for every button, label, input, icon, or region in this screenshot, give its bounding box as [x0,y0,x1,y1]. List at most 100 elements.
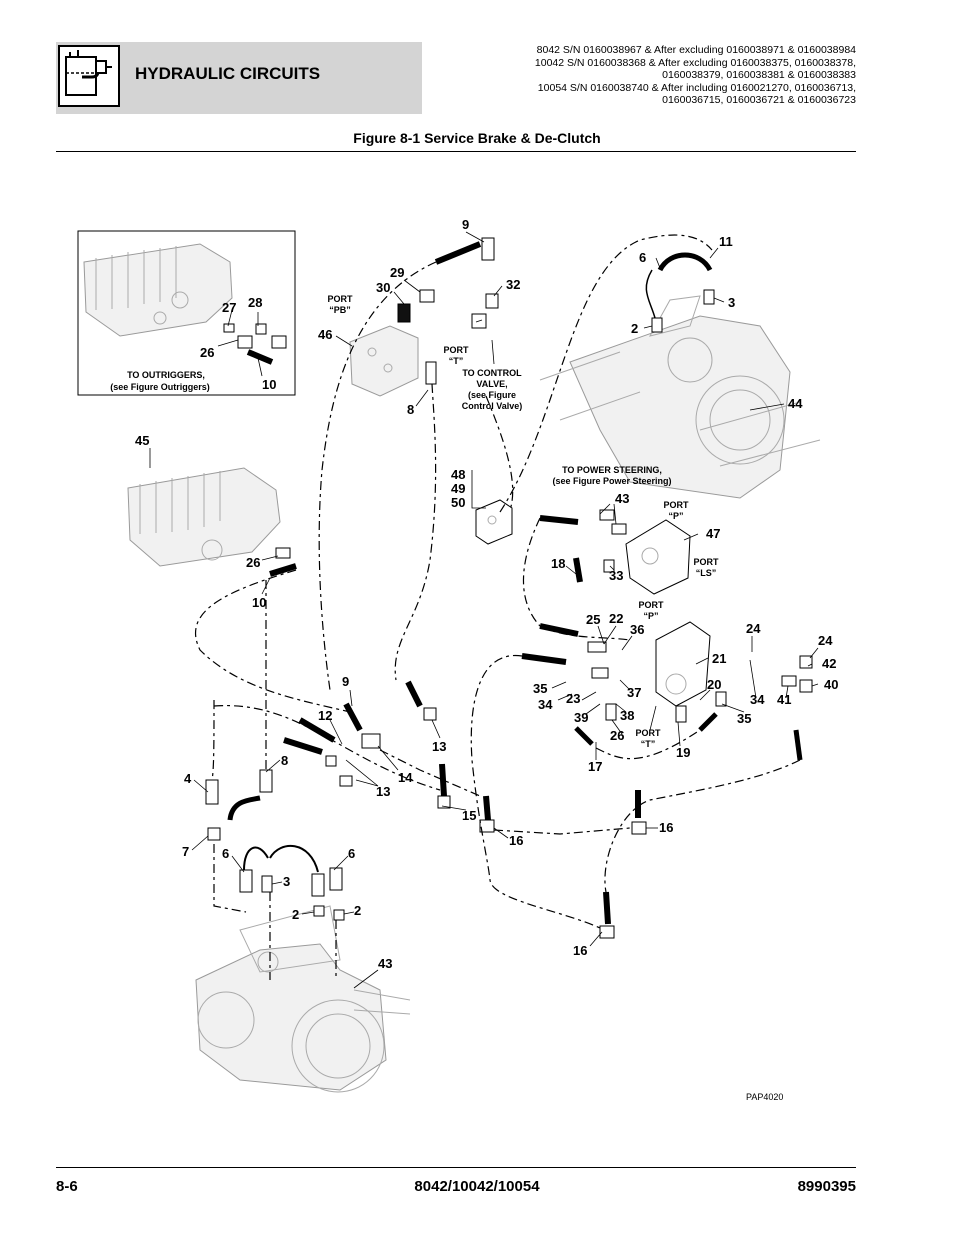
fitting-8-top [425,361,437,385]
callout-label: 6 [222,846,229,861]
hose-6-right [269,844,319,873]
port-label: “P” [668,511,683,521]
fitting-2-bottom-a [313,905,325,917]
fitting-40 [799,679,813,693]
callout-label: 43 [615,491,629,506]
callout-label: 15 [462,808,476,823]
callout-label: 8 [281,753,288,768]
callout-label: 9 [342,674,349,689]
callout-label: 2 [354,903,361,918]
document-number: 8990395 [797,1178,856,1195]
callout-label: 46 [318,327,332,342]
callout-label: 29 [390,265,404,280]
hose-6-top [645,269,656,319]
hose-18 [573,557,583,583]
callout-label: 14 [398,770,413,785]
serial-line: 0160036715, 0160036721 & 0160036723 [662,94,856,106]
callout-label: 42 [822,656,836,671]
callout-label: 10 [252,595,266,610]
rear-axle-43-drawing [195,905,411,1093]
hose-16-center [483,795,491,821]
callout-numbers: 9 11 6 29 30 32 3 2 46 8 44 27 28 26 10 … [135,217,838,971]
note-line: (see Figure Power Steering) [552,476,671,486]
callout-label: 19 [676,745,690,760]
callout-label: 13 [376,784,390,799]
fitting-35-right [715,691,727,707]
callout-label: 47 [706,526,720,541]
port-label: PORT [443,345,469,355]
callout-label: 26 [610,728,624,743]
callout-label: 41 [777,692,791,707]
callout-label: 34 [750,692,765,707]
hose-12-a [298,717,336,743]
manifold-block-drawing [475,499,513,545]
port-label: PORT [663,500,689,510]
callout-label: 9 [462,217,469,232]
serial-line: 10042 S/N 0160038368 & After excluding 0… [534,56,856,69]
port-label: PORT [693,557,719,567]
callout-label: 16 [509,833,523,848]
fitting-6-left [239,869,253,893]
callout-label: 17 [588,759,602,774]
callout-label: 36 [630,622,644,637]
callout-label: 25 [586,612,600,627]
serial-line: 10054 S/N 0160038740 & After including 0… [537,81,856,94]
note-line: VALVE, [476,379,507,389]
hose-17 [574,726,594,746]
callout-label: 21 [712,651,726,666]
callout-label: 26 [200,345,214,360]
callout-leader-lines [149,231,819,989]
callout-label: 48 [451,467,465,482]
port-label: “T” [449,356,464,366]
charge-valve-21-drawing [587,621,711,723]
callout-label: 44 [788,396,803,411]
callout-label: 3 [728,295,735,310]
callout-label: 6 [639,250,646,265]
callout-label: 35 [737,711,751,726]
fitting-6-right [311,873,325,897]
callout-label: 10 [262,377,276,392]
inset-outriggers-note: TO OUTRIGGERS, (see Figure Outriggers) [110,370,210,392]
callout-label: 30 [376,280,390,295]
hose-9-top [434,241,482,265]
callout-label: 50 [451,495,465,510]
inset-control-valve-drawing [83,243,233,337]
pedal-valve-47-drawing [599,509,691,595]
callout-label: 11 [719,234,733,249]
callout-label: 45 [135,433,149,448]
callout-label: 23 [566,691,580,706]
tee-32 [485,293,499,309]
port-p-upper-label: PORT “P” [663,500,689,521]
fitting-15 [437,795,451,809]
callout-label: 37 [627,685,641,700]
fitting-16-center [479,819,495,833]
serial-number-applicability: 8042 S/N 0160038967 & After excluding 01… [535,44,856,107]
callout-label: 22 [609,611,623,626]
port-label: PORT [635,728,661,738]
callout-label: 8 [407,402,414,417]
callout-label: 40 [824,677,838,692]
port-pb-label: PORT “PB” [327,294,353,315]
fitting-41 [781,675,797,687]
port-label: PORT [638,600,664,610]
hose-upper-23 [521,653,567,665]
note-line: Control Valve) [462,401,523,411]
hose-12-b [283,737,323,755]
serial-line: 8042 S/N 0160038967 & After excluding 01… [536,44,856,56]
fitting-13-a [325,755,337,767]
note-line: TO OUTRIGGERS, [127,370,205,380]
inset-fittings [223,323,287,365]
figure-reference-code: PAP4020 [746,1092,783,1102]
callout-label: 16 [659,820,673,835]
hose-9-mid [343,702,363,732]
callout-label: 43 [378,956,392,971]
page-number: 8-6 [56,1178,78,1195]
port-label: “PB” [329,305,351,315]
callout-label: 6 [348,846,355,861]
fitting-9-top [481,237,495,261]
fitting-16-bottom [599,925,615,939]
fitting-2-bottom-b [333,909,345,921]
header-divider [56,151,856,152]
callout-label: 3 [283,874,290,889]
hose-20 [698,712,718,732]
